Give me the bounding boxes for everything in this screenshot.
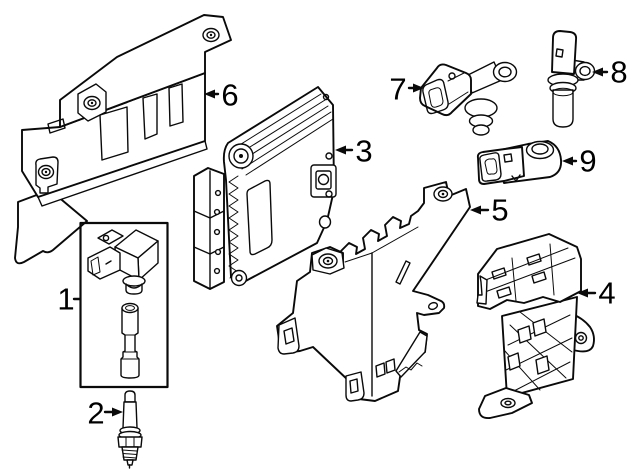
callout-3-arrow	[335, 145, 346, 155]
callout-1: 1	[57, 282, 82, 317]
engine-control-module	[193, 86, 337, 290]
callout-1-number: 1	[57, 282, 74, 317]
callout-7-arrow	[413, 83, 424, 93]
callout-5-arrow	[470, 205, 481, 215]
callouts: 1 2 3 4 5 6 7	[57, 55, 627, 431]
side-mount-bracket	[476, 233, 595, 420]
callout-9: 9	[562, 144, 597, 179]
coil-boot	[120, 302, 140, 379]
callout-8-arrow	[592, 67, 603, 77]
callout-4: 4	[577, 276, 616, 311]
callout-6-arrow	[204, 89, 215, 99]
callout-5-number: 5	[491, 193, 508, 228]
callout-2-number: 2	[87, 396, 104, 431]
coil-cover-bracket	[14, 14, 232, 265]
callout-6-number: 6	[221, 78, 238, 113]
spark-plug	[117, 390, 143, 469]
callout-4-arrow	[577, 288, 588, 298]
camshaft-position-sensor	[419, 61, 518, 136]
callout-8: 8	[592, 55, 628, 90]
callout-8-number: 8	[610, 55, 627, 90]
module-mounting-bracket	[276, 181, 471, 402]
crankshaft-position-sensor	[547, 30, 596, 128]
callout-3-number: 3	[355, 134, 372, 169]
ignition-coil-group	[79, 221, 169, 389]
callout-5: 5	[470, 193, 509, 228]
callout-3: 3	[335, 134, 373, 169]
part-1-box	[79, 221, 169, 389]
callout-9-arrow	[562, 156, 573, 166]
callout-7: 7	[389, 72, 424, 107]
callout-4-number: 4	[598, 276, 615, 311]
callout-9-number: 9	[579, 144, 596, 179]
callout-7-number: 7	[389, 72, 406, 107]
ignition-coil	[87, 229, 159, 295]
knock-sensor	[476, 140, 562, 185]
callout-2-arrow	[112, 407, 123, 417]
callout-2: 2	[87, 396, 123, 431]
callout-6: 6	[204, 78, 239, 113]
